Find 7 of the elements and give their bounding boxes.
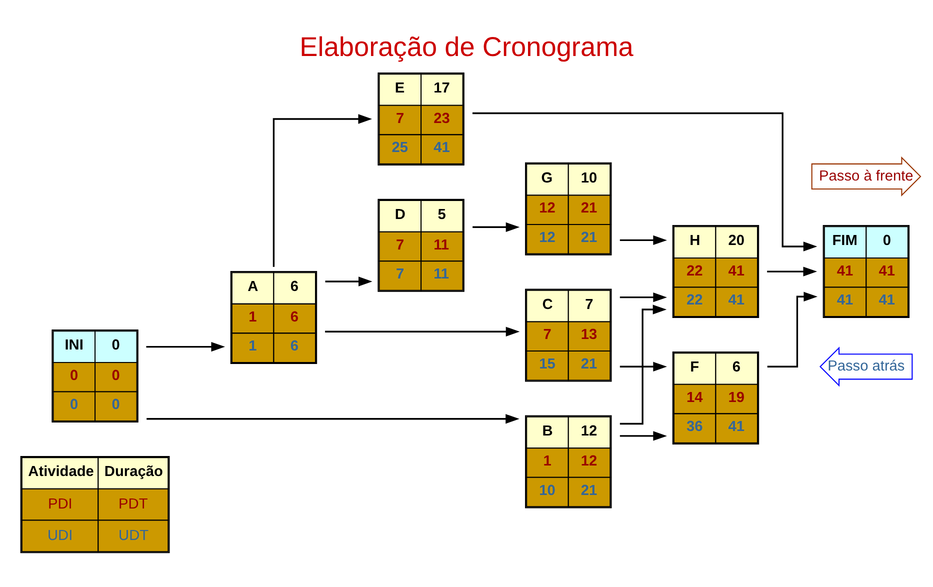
label: Atividade xyxy=(28,464,94,480)
diagram-title: Elaboração de Cronograma xyxy=(300,31,634,62)
label: PDT xyxy=(118,496,148,512)
label: Duração xyxy=(104,464,163,480)
label: UDT xyxy=(118,528,149,544)
label: UDI xyxy=(47,528,73,544)
label: PDI xyxy=(48,496,72,512)
